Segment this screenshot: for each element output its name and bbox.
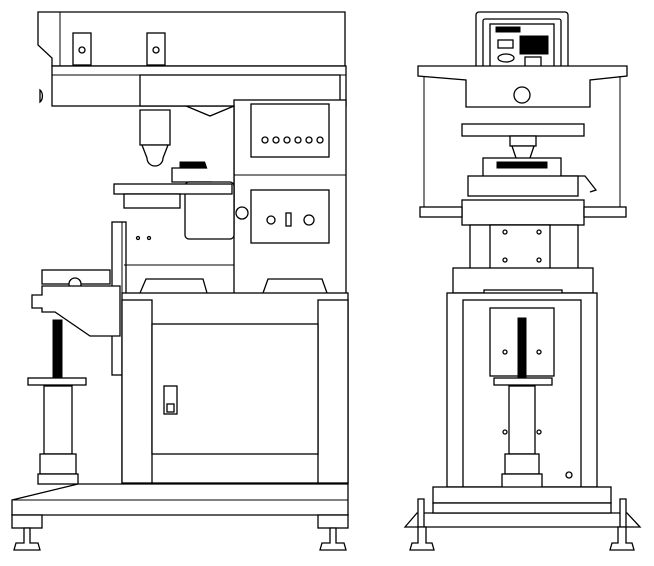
leveling-foot bbox=[319, 527, 347, 551]
lead-screw bbox=[52, 319, 63, 379]
button-row bbox=[261, 136, 324, 144]
front-leveling-foot bbox=[609, 526, 635, 551]
control-buttons-panel bbox=[250, 103, 330, 158]
knob bbox=[235, 206, 249, 220]
front-lead-screw bbox=[517, 317, 527, 379]
slide-rail bbox=[461, 199, 585, 226]
support-column bbox=[43, 385, 73, 455]
side-view bbox=[11, 11, 349, 551]
front-view bbox=[403, 11, 642, 551]
front-leveling-foot bbox=[409, 526, 435, 551]
pad-holder bbox=[461, 123, 585, 137]
front-base-plate bbox=[403, 512, 642, 528]
plate-carriage bbox=[113, 183, 233, 195]
leveling-foot bbox=[13, 527, 41, 551]
pad bbox=[141, 144, 169, 167]
cabinet-door bbox=[151, 323, 319, 455]
